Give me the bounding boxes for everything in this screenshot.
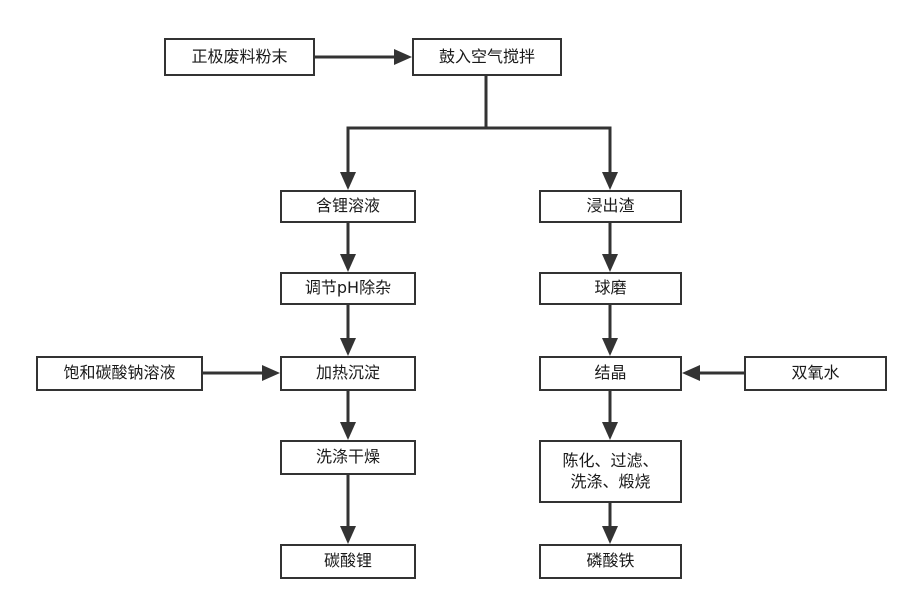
arrowhead-ph-to-heat <box>340 338 356 356</box>
connector-stirring-to-residue <box>486 126 612 172</box>
node-hydrogen-peroxide: 双氧水 <box>744 356 887 391</box>
arrowhead-peroxide-to-crystallize <box>682 365 700 381</box>
node-aging-filter: 陈化、过滤、 洗涤、煅烧 <box>539 440 682 503</box>
arrowhead-wash-to-li-carbonate <box>340 526 356 544</box>
arrowhead-milling-to-crystallize <box>602 338 618 356</box>
node-heat-precipitate: 加热沉淀 <box>280 356 416 391</box>
arrowhead-powder-to-stirring <box>394 49 412 65</box>
node-crystallize: 结晶 <box>539 356 682 391</box>
arrowhead-to-leach-residue <box>602 172 618 190</box>
node-leach-residue: 浸出渣 <box>539 190 682 223</box>
node-iron-phosphate: 磷酸铁 <box>539 544 682 579</box>
node-adjust-ph: 调节pH除杂 <box>280 272 416 305</box>
node-sodium-carbonate-solution: 饱和碳酸钠溶液 <box>36 356 203 391</box>
node-lithium-solution: 含锂溶液 <box>280 190 416 223</box>
arrowhead-residue-to-milling <box>602 254 618 272</box>
node-wash-dry: 洗涤干燥 <box>280 440 416 475</box>
arrowhead-solution-to-ph <box>340 254 356 272</box>
connector-stirring-split <box>346 75 488 172</box>
node-positive-powder: 正极废料粉末 <box>164 38 315 76</box>
arrowhead-heat-to-wash <box>340 422 356 440</box>
arrowhead-carbonate-to-heat <box>262 365 280 381</box>
node-ball-milling: 球磨 <box>539 272 682 305</box>
node-lithium-carbonate: 碳酸锂 <box>280 544 416 579</box>
arrowhead-crystallize-to-aging <box>602 422 618 440</box>
arrowhead-to-lithium-solution <box>340 172 356 190</box>
arrowhead-aging-to-iron-phosphate <box>602 526 618 544</box>
node-aging-filter-line2: 洗涤、煅烧 <box>570 471 651 491</box>
node-aging-filter-line1: 陈化、过滤、 <box>562 450 659 470</box>
node-air-stirring: 鼓入空气搅拌 <box>412 38 562 76</box>
